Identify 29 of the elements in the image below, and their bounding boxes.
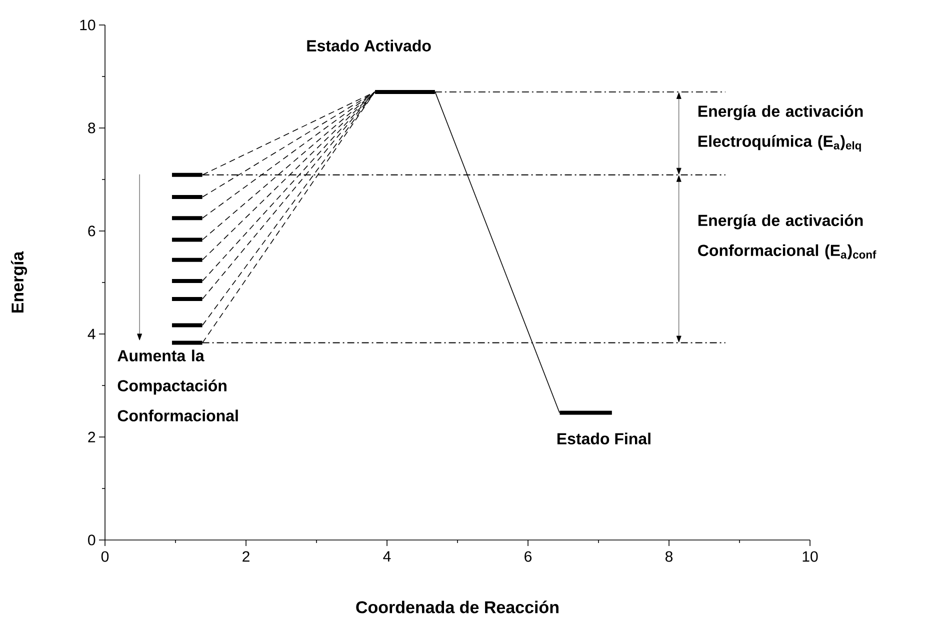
energy-level-bar (172, 296, 202, 301)
energy-level-bar (172, 216, 202, 220)
tick-label: 0 (88, 534, 96, 546)
tick-label: 6 (524, 551, 532, 562)
energy-level-bar (172, 278, 202, 283)
annotation-text: Aumenta la Compactación Conformacional (118, 350, 238, 422)
state-label: Estado Activado (307, 40, 431, 52)
tick-label: 4 (88, 328, 96, 340)
tick-label: 8 (88, 122, 96, 134)
energy-level-bar (172, 323, 202, 328)
energy-level-bar (172, 238, 202, 242)
tick-label: 10 (80, 20, 96, 30)
axis-title: Energía (10, 251, 28, 313)
connector-line (434, 92, 560, 414)
state-label: Estado Final (557, 432, 650, 444)
tick-label: 4 (383, 551, 391, 562)
tick-label: 8 (666, 551, 673, 562)
tick-label: 6 (88, 226, 96, 236)
tick-label: 10 (802, 551, 818, 562)
annotation-text: Energía de activación Electroquímica (E$_{a}$)$_{elq}$ (698, 105, 863, 152)
energy-level-bar (172, 258, 202, 262)
energy-level-bar (172, 195, 202, 199)
axis-title: Coordenada de Reacción (356, 600, 558, 614)
annotation-text: Energía de activación Conformacional (E$_{a}$)$_{conf}$ (698, 214, 876, 260)
energy-level-bar (172, 340, 202, 345)
tick-label: 2 (88, 432, 96, 442)
tick-label: 0 (101, 551, 109, 562)
tick-label: 2 (242, 551, 250, 562)
energy-level-bar (172, 172, 202, 177)
